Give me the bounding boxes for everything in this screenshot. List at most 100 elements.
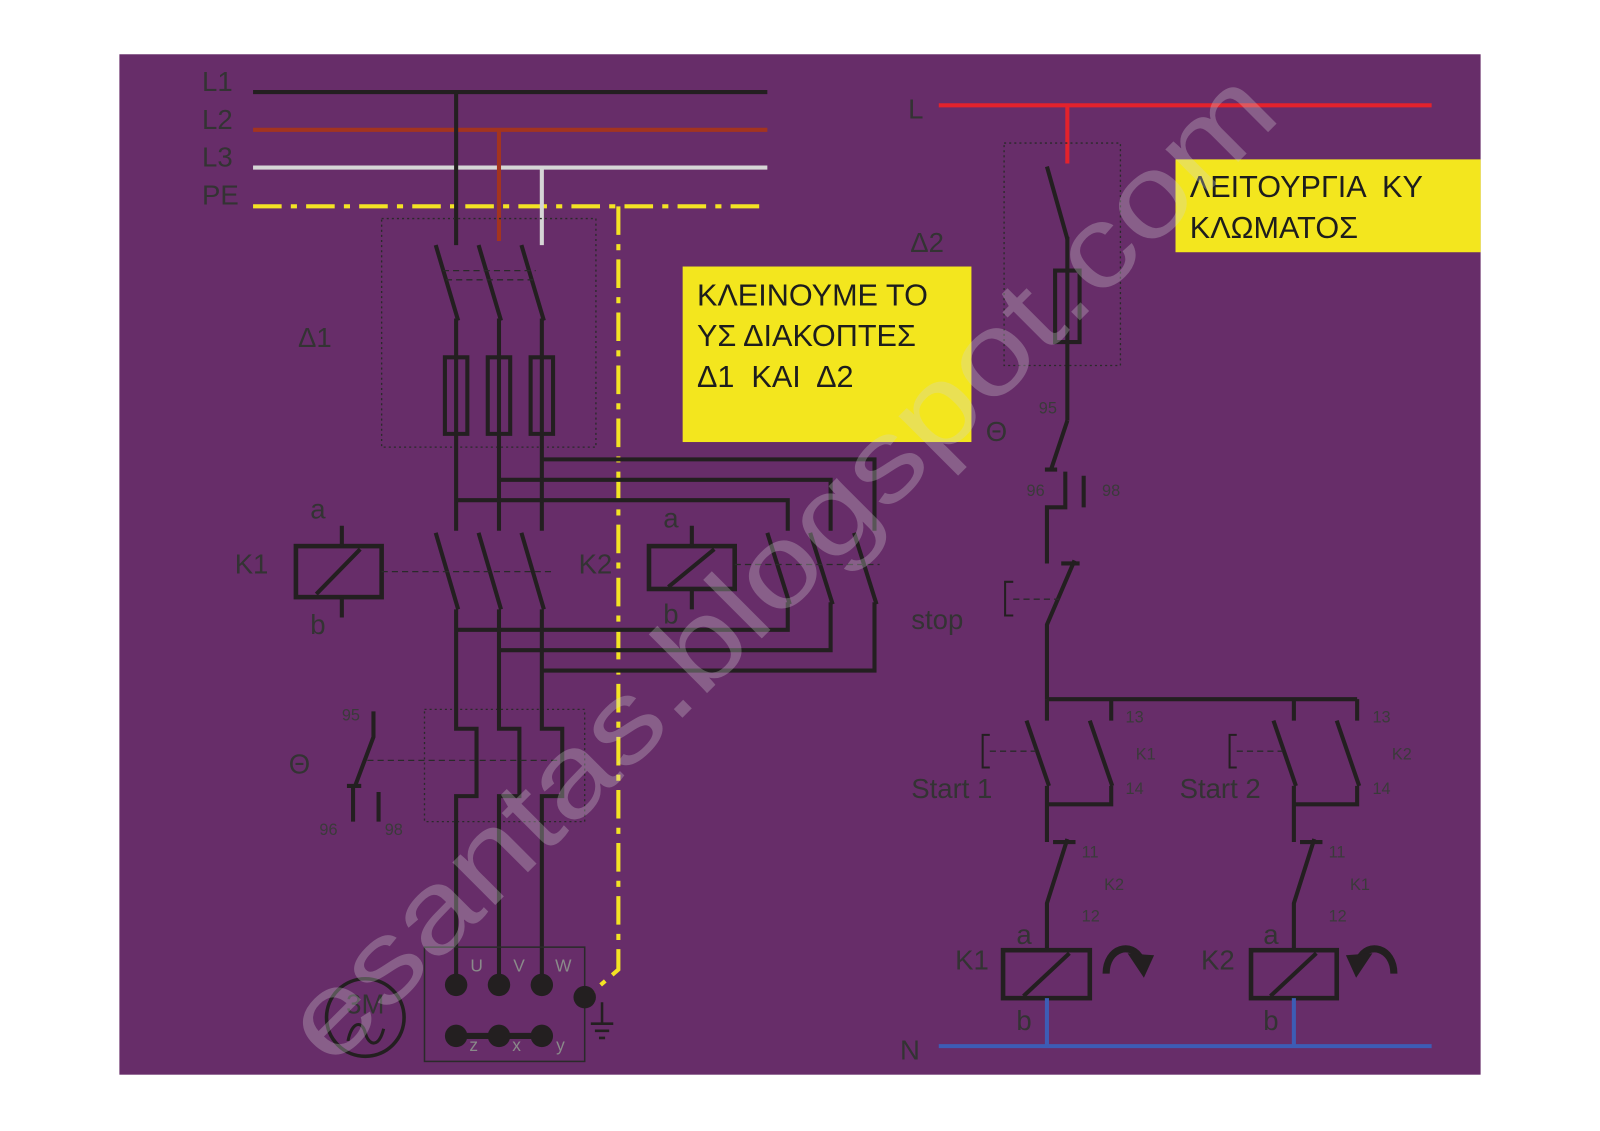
counterclockwise-arrow-icon bbox=[1345, 945, 1398, 978]
contactor-k2: K2 a b bbox=[579, 503, 880, 630]
k1-main-contact bbox=[519, 532, 546, 610]
bus-l1-label: L1 bbox=[202, 66, 233, 97]
stop-push-bracket bbox=[1004, 580, 1014, 617]
motor-terminal-box: U V W z x y bbox=[423, 946, 614, 1063]
control-branch-1: Start 1 13 K1 14 11 K2 12 K1 a b bbox=[911, 709, 1156, 1047]
k2-hold-14: 14 bbox=[1372, 780, 1390, 798]
control-switch-d2: Δ2 bbox=[910, 142, 1122, 421]
switch-blade-l3 bbox=[519, 244, 546, 322]
k1-control-coil-diagonal bbox=[1022, 951, 1071, 998]
title-line-2: ΚΛΩΜΑΤΟΣ bbox=[1190, 211, 1358, 245]
ac-sine-icon bbox=[346, 1023, 386, 1045]
k2-hold-13: 13 bbox=[1372, 709, 1390, 727]
k2-interlock-contact bbox=[1044, 838, 1076, 951]
terminal-label-y: y bbox=[556, 1035, 565, 1055]
k1-hold-13: 13 bbox=[1126, 709, 1144, 727]
start-2-bracket bbox=[1228, 733, 1237, 769]
terminal-dot-z bbox=[444, 1024, 468, 1048]
instruction-note-background bbox=[682, 266, 972, 443]
tap-to-k2-2 bbox=[498, 477, 833, 531]
instruction-note: ΚΛΕΙΝΟΥΜΕ ΤΟ ΥΣ ΔΙΑΚΟΠΤΕΣ Δ1 ΚΑΙ Δ2 bbox=[682, 266, 972, 443]
k2-control-coil-label: K2 bbox=[1201, 945, 1235, 976]
main-switch-label: Δ1 bbox=[298, 322, 332, 353]
k1-interlock-label: K1 bbox=[1350, 876, 1370, 894]
tap-to-k2-3 bbox=[456, 498, 790, 531]
stop-label: stop bbox=[911, 604, 963, 635]
k1-label: K1 bbox=[235, 549, 269, 580]
k2-control-coil-b: b bbox=[1263, 1005, 1278, 1036]
terminal-dot-y bbox=[530, 1024, 554, 1048]
bus-l2-label: L2 bbox=[202, 104, 233, 135]
branch-1-wiring bbox=[1044, 785, 1114, 843]
terminal-dot-v bbox=[487, 973, 511, 997]
k2-coil-a-label: a bbox=[663, 503, 679, 534]
terminal-label-v: V bbox=[513, 956, 525, 976]
overload-relay: Θ 95 96 98 bbox=[289, 609, 586, 985]
k2-label: K2 bbox=[579, 549, 613, 580]
main-switch-enclosure bbox=[380, 217, 597, 448]
instruction-line-2: ΥΣ ΔΙΑΚΟΠΤΕΣ bbox=[697, 319, 916, 353]
k2-main-contact bbox=[765, 532, 792, 605]
k2-main-contact bbox=[808, 532, 835, 605]
k1-coil-b-label: b bbox=[310, 609, 325, 640]
k1-hold-contact bbox=[1087, 719, 1115, 787]
start-2-label: Start 2 bbox=[1180, 773, 1261, 804]
k2-coil-b-label: b bbox=[663, 599, 678, 630]
control-fuse bbox=[1053, 236, 1082, 421]
title-line-1: ΛΕΙΤΟΥΡΓΙΑ ΚΥ bbox=[1190, 170, 1423, 204]
bus-l3-label: L3 bbox=[202, 142, 233, 173]
control-terminal-96: 96 bbox=[1027, 482, 1045, 500]
control-branch-2: Start 2 13 K2 14 11 K1 12 K2 a b bbox=[1180, 709, 1412, 1047]
control-overload-contact: Θ 95 96 98 bbox=[986, 399, 1120, 564]
overload-nc-contact bbox=[1044, 419, 1086, 564]
control-supply: L N bbox=[900, 94, 1432, 1065]
bimetal-element-3 bbox=[539, 609, 565, 985]
k1-hold-label: K1 bbox=[1136, 745, 1156, 763]
branch-2-wiring bbox=[1291, 785, 1360, 843]
k1-control-coil-b: b bbox=[1016, 1005, 1031, 1036]
control-overload-label: Θ bbox=[986, 416, 1007, 447]
stop-button: stop bbox=[911, 559, 1080, 700]
control-terminal-98: 98 bbox=[1102, 482, 1120, 500]
k2-return-2 bbox=[498, 602, 833, 653]
terminal-dot-u bbox=[444, 973, 468, 997]
control-switch-blade bbox=[1044, 165, 1070, 240]
title-note: ΛΕΙΤΟΥΡΓΙΑ ΚΥ ΚΛΩΜΑΤΟΣ bbox=[1175, 159, 1481, 253]
fuse-l2 bbox=[485, 318, 513, 531]
start-2-contact bbox=[1271, 719, 1298, 787]
overload-terminal-95: 95 bbox=[342, 707, 360, 725]
title-note-background bbox=[1175, 159, 1481, 253]
k1-interlock-11: 11 bbox=[1329, 843, 1346, 861]
fuse-l1 bbox=[442, 318, 470, 531]
k1-interlock-contact bbox=[1291, 838, 1323, 951]
motor-label: 3M bbox=[346, 988, 384, 1019]
control-switch-enclosure bbox=[1003, 142, 1122, 367]
fuse-l3 bbox=[528, 318, 556, 531]
control-bus bbox=[1044, 697, 1360, 721]
terminal-dot-x bbox=[487, 1024, 511, 1048]
instruction-line-1: ΚΛΕΙΝΟΥΜΕ ΤΟ bbox=[697, 278, 928, 312]
terminal-label-w: W bbox=[555, 956, 572, 976]
k1-coil-a-label: a bbox=[310, 494, 326, 525]
control-neutral-label: N bbox=[900, 1034, 920, 1065]
bimetal-element-1 bbox=[454, 609, 479, 985]
instruction-line-3: Δ1 ΚΑΙ Δ2 bbox=[697, 360, 854, 394]
k2-hold-label: K2 bbox=[1392, 745, 1412, 763]
counterclockwise-arrow-head bbox=[1345, 953, 1373, 978]
start-1-label: Start 1 bbox=[911, 773, 992, 804]
k2-return-1 bbox=[456, 602, 790, 632]
clockwise-arrow-head bbox=[1127, 953, 1155, 978]
bimetal-element-2 bbox=[496, 609, 522, 985]
k2-interlock-11: 11 bbox=[1082, 843, 1099, 861]
k2-control-coil-a: a bbox=[1263, 919, 1279, 950]
k2-return-3 bbox=[541, 602, 877, 673]
start-1-bracket bbox=[981, 733, 990, 769]
control-switch-label: Δ2 bbox=[910, 227, 944, 258]
overload-relay-enclosure bbox=[423, 708, 586, 823]
stop-nc-contact bbox=[1044, 559, 1080, 700]
k1-coil-diagonal bbox=[314, 547, 362, 596]
motor-symbol: 3M bbox=[324, 976, 406, 1059]
terminal-label-u: U bbox=[470, 956, 483, 976]
control-phase-label: L bbox=[908, 94, 923, 125]
